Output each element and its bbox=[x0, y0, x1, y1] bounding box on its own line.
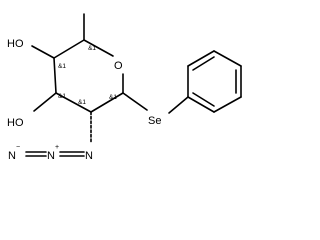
stereo-label-c2: &1 bbox=[78, 99, 86, 106]
atom-ring-oxygen: O bbox=[114, 60, 123, 72]
phenyl-ring bbox=[187, 50, 242, 113]
atom-hydroxyl-top: HO bbox=[7, 38, 24, 50]
bond-se-phenyl bbox=[168, 96, 189, 114]
molecule-diagram: O Se HO HO N N + N − &1 &1 &1 &1 &1 bbox=[7, 13, 242, 162]
atom-azide-n2: N bbox=[47, 150, 55, 162]
atom-azide-n1: N bbox=[85, 150, 93, 162]
atom-azide-n3-charge: − bbox=[16, 144, 20, 151]
bond-c5-o bbox=[83, 39, 114, 57]
stereo-label-c3: &1 bbox=[58, 93, 66, 100]
bond-c3-oh bbox=[33, 92, 57, 112]
stereo-label-c5: &1 bbox=[88, 45, 96, 52]
stereo-label-c1: &1 bbox=[109, 94, 117, 101]
stereo-label-c4: &1 bbox=[58, 63, 66, 70]
bond-c1-c2 bbox=[90, 92, 124, 113]
bond-c4-oh bbox=[31, 45, 55, 59]
atom-azide-n3: N bbox=[8, 150, 16, 162]
bond-c4-c5 bbox=[53, 39, 85, 59]
bond-c3-c4 bbox=[53, 57, 57, 94]
atom-azide-n2-charge: + bbox=[55, 144, 59, 151]
bond-c1-se bbox=[122, 92, 148, 111]
atom-selenium: Se bbox=[148, 115, 161, 127]
atom-hydroxyl-bottom: HO bbox=[7, 117, 24, 129]
bond-c2-c3 bbox=[55, 92, 92, 113]
